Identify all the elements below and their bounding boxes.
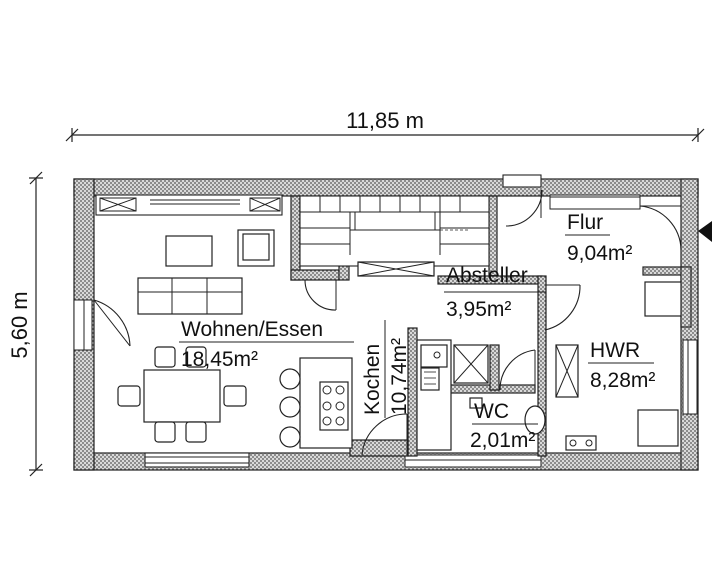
width-label: 11,85 m [346, 108, 424, 133]
room-area-wohnen: 18,45m² [181, 348, 258, 371]
room-name-absteller: Absteller [446, 264, 528, 287]
doors [93, 189, 682, 456]
room-labels: Wohnen/Essen 18,45m² Kochen 10,74m² Abst… [179, 211, 655, 452]
room-area-flur: 9,04m² [567, 242, 632, 265]
room-area-hwr: 8,28m² [590, 369, 655, 392]
flur-furniture [644, 281, 682, 317]
wc-fixtures [469, 397, 546, 435]
triangle-arrow-icon [698, 221, 712, 242]
room-name-wohnen: Wohnen/Essen [181, 318, 323, 341]
room-name-flur: Flur [567, 211, 603, 234]
depth-dimension: 5,60 m [7, 171, 43, 477]
hwr-furniture [555, 344, 679, 451]
width-dimension: 11,85 m [65, 108, 705, 142]
room-name-kochen: Kochen [361, 344, 384, 415]
room-area-absteller: 3,95m² [446, 298, 511, 321]
depth-label: 5,60 m [7, 291, 32, 358]
kitchen-island [279, 357, 353, 449]
dining-set [117, 346, 247, 443]
living-furniture [137, 229, 275, 315]
room-area-kochen: 10,74m² [388, 338, 411, 415]
windows [73, 174, 698, 468]
absteller-cabinet [357, 261, 435, 277]
kitchen-counter [416, 339, 489, 451]
staircase [299, 195, 490, 267]
room-area-wc: 2,01m² [470, 429, 535, 452]
room-name-hwr: HWR [590, 339, 640, 362]
room-name-wc: WC [474, 400, 509, 423]
